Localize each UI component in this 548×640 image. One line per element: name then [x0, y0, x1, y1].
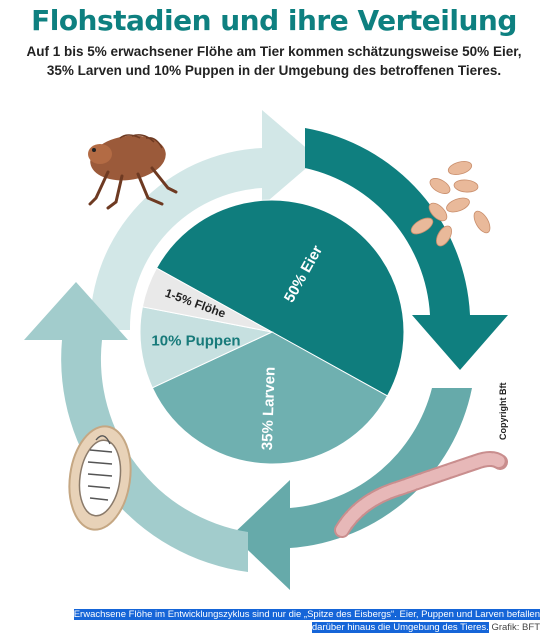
image-caption: Erwachsene Flöhe im Entwicklungszyklus s…: [20, 608, 540, 634]
subtitle-line-1: Auf 1 bis 5% erwachsener Flöhe am Tier k…: [26, 44, 522, 59]
caption-credit: Grafik: BFT: [491, 622, 540, 633]
pie-slice-eier: [155, 199, 405, 397]
pie-label-puppen: 10% Puppen: [151, 332, 240, 349]
pie-label-larven: 35% Larven: [259, 367, 279, 451]
subtitle-line-2: 35% Larven und 10% Puppen in der Umgebun…: [46, 63, 502, 78]
page-subtitle: Auf 1 bis 5% erwachsener Flöhe am Tier k…: [0, 42, 548, 80]
caption-highlight-line-2: darüber hinaus die Umgebung des Tieres.: [311, 622, 489, 633]
pie-slice-flöhe: [141, 267, 273, 333]
larva-icon: [334, 451, 508, 538]
cycle-arrow-pupa-to-adult: [24, 282, 248, 572]
cycle-arrow-egg-to-larva: [305, 128, 508, 370]
cycle-arrow-adult-to-egg: [89, 110, 318, 330]
cycle-arrow-larva-to-pupa: [232, 388, 472, 590]
page-title: Flohstadien und ihre Verteilung: [31, 4, 517, 37]
pupa-icon: [68, 425, 132, 531]
copyright-text: Copyright Bft: [498, 383, 508, 441]
flea-icon: [88, 134, 178, 210]
eggs-icon: [410, 161, 491, 247]
caption-highlight-line-1: Erwachsene Flöhe im Entwicklungszyklus s…: [73, 609, 540, 620]
cycle-arrows: [24, 110, 508, 590]
pie-slice-puppen: [139, 306, 274, 389]
pie-slice-larven: [151, 331, 389, 465]
